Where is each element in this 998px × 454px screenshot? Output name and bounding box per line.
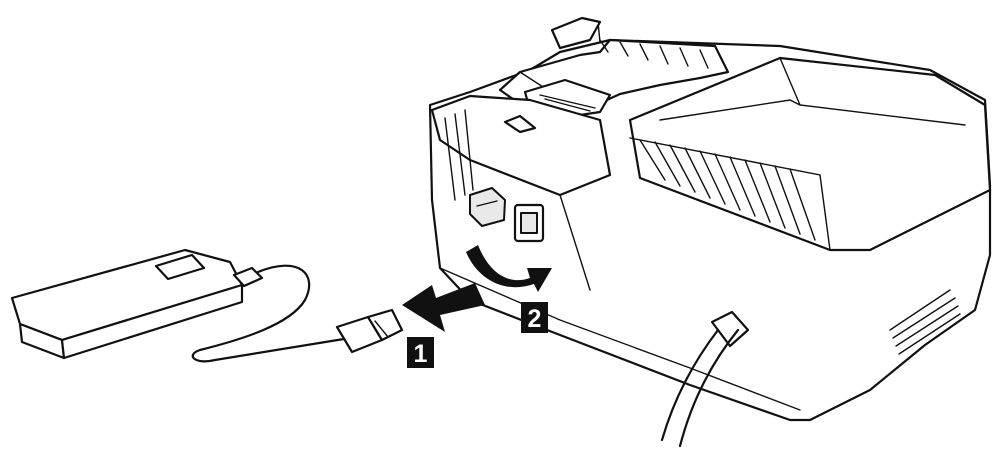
pull-arrow [402,283,485,332]
side-vents [889,289,961,355]
step-badge-1: 1 [407,337,434,368]
power-bank [10,248,264,360]
usb-port [513,203,545,243]
rail-ribs [599,39,709,69]
port-cover [469,187,506,227]
usb-plug [335,308,404,354]
usb-cable [191,264,352,363]
step-badge-2-label: 2 [528,305,542,333]
step-badge-2: 2 [521,302,548,333]
open-cover-arrow [466,245,552,292]
step-badge-1-label: 1 [414,340,428,368]
power-cord [660,310,750,448]
vent-fins [639,139,816,241]
battery-charger [428,16,992,422]
